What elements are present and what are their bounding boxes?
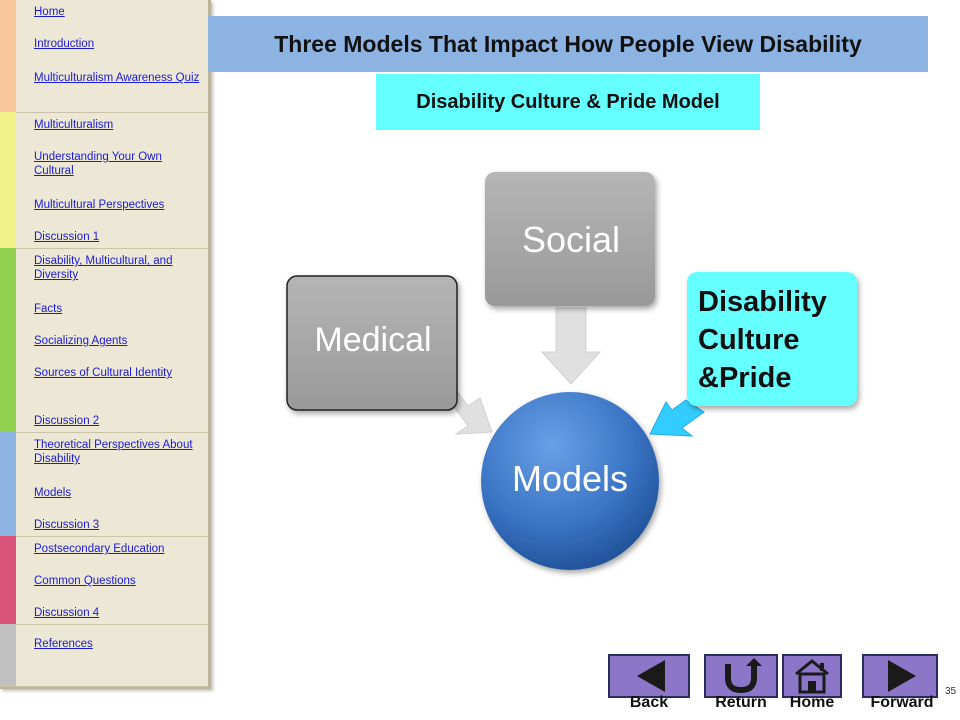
house-icon	[795, 659, 829, 694]
title-bar: Three Models That Impact How People View…	[208, 16, 928, 72]
sidebar-link[interactable]: Multiculturalism Awareness Quiz	[34, 72, 200, 84]
sidebar-color-strip	[0, 0, 16, 112]
sidebar-link[interactable]: Introduction	[34, 38, 95, 50]
u-turn-icon	[725, 658, 762, 694]
subtitle-box: Disability Culture & Pride Model	[376, 74, 760, 130]
sidebar-color-strip	[0, 112, 16, 248]
home-button[interactable]	[782, 654, 842, 698]
sidebar-link[interactable]: Multiculturalism	[34, 119, 114, 131]
return-button[interactable]	[704, 654, 778, 698]
sidebar-link[interactable]: Discussion 3	[34, 519, 100, 531]
sidebar-color-strip	[0, 432, 16, 536]
medical-label: Medical	[314, 320, 432, 359]
sidebar-group: Theoretical Perspectives About Disabilit…	[0, 432, 208, 537]
back-label: Back	[629, 694, 669, 711]
sidebar-group: Disability, Multicultural, and Diversity…	[0, 248, 208, 433]
sidebar-link[interactable]: Home	[34, 6, 65, 18]
sidebar-link[interactable]: Socializing Agents	[34, 335, 128, 347]
sidebar-link[interactable]: Postsecondary Education	[34, 543, 165, 555]
culture-box	[687, 272, 857, 406]
sidebar-link[interactable]: Common Questions	[34, 575, 136, 587]
return-label: Return	[715, 694, 767, 711]
sidebar-link[interactable]: Models	[34, 487, 72, 499]
triangle-right-icon	[888, 660, 916, 692]
sidebar-link[interactable]: Discussion 1	[34, 231, 100, 243]
sidebar-link[interactable]: Theoretical Perspectives About Disabilit…	[34, 439, 193, 465]
sidebar-link[interactable]: Understanding Your Own Cultural	[34, 151, 162, 177]
sidebar-link[interactable]: Discussion 4	[34, 607, 100, 619]
sidebar-color-strip	[0, 248, 16, 432]
triangle-left-icon	[637, 660, 665, 692]
sidebar-link[interactable]: Sources of Cultural Identity	[34, 367, 173, 379]
sidebar-color-strip	[0, 624, 16, 686]
culture-pride-label: Disability Culture &Pride	[698, 286, 827, 394]
page-title: Three Models That Impact How People View…	[274, 30, 862, 57]
arrow-social-to-models	[540, 307, 602, 385]
social-box	[485, 172, 655, 306]
medical-box	[286, 275, 458, 411]
forward-label: Forward	[870, 694, 934, 711]
slide-number: 35	[945, 686, 957, 697]
sidebar-link[interactable]: Disability, Multicultural, and Diversity	[34, 255, 173, 281]
back-button[interactable]	[608, 654, 690, 698]
page-subtitle: Disability Culture & Pride Model	[416, 90, 720, 113]
models-label: Models	[511, 458, 629, 499]
sidebar-link[interactable]: Facts	[34, 303, 63, 315]
home-label: Home	[789, 694, 835, 711]
arrow-culture-to-models	[649, 399, 705, 437]
forward-button[interactable]	[862, 654, 938, 698]
sidebar-link[interactable]: Multicultural Perspectives	[34, 199, 165, 211]
sidebar-group: References	[0, 624, 208, 687]
sidebar-color-strip	[0, 536, 16, 624]
sidebar-link[interactable]: Discussion 2	[34, 415, 100, 427]
social-label: Social	[521, 219, 621, 260]
sidebar-link[interactable]: References	[34, 638, 93, 650]
models-circle	[481, 392, 659, 570]
